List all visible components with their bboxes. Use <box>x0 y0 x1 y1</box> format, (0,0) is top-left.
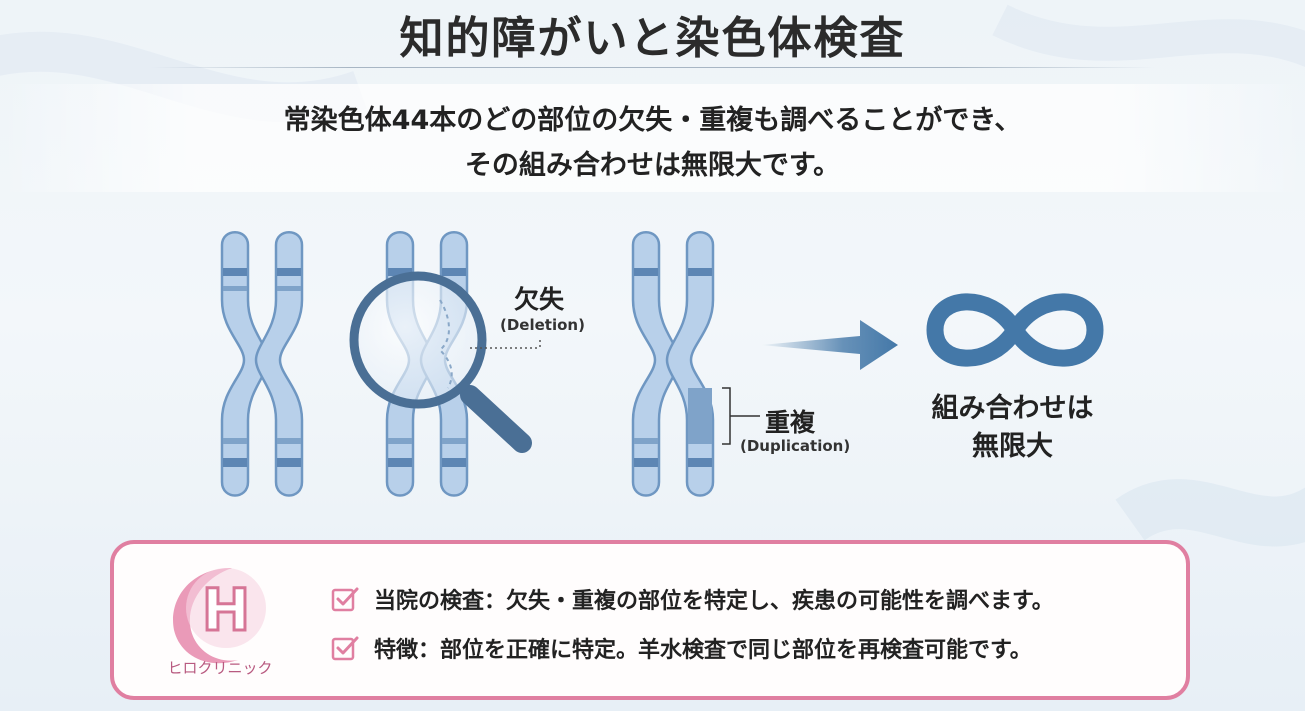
subtitle-line-2: その組み合わせは無限大です。 <box>464 150 841 181</box>
info-item-text: 特徴：部位を正確に特定。羊水検査で同じ部位を再検査可能です。 <box>374 638 1032 663</box>
infinity-icon <box>926 293 1104 367</box>
infinity-caption-line-2: 無限大 <box>972 431 1053 462</box>
infinity-caption-line-1: 組み合わせは <box>931 393 1094 424</box>
info-item-text: 当院の検査：欠失・重複の部位を特定し、疾患の可能性を調べます。 <box>374 589 1054 614</box>
info-item: 特徴：部位を正確に特定。羊水検査で同じ部位を再検査可能です。 <box>330 631 1032 665</box>
info-box <box>110 540 1190 700</box>
magnifier-icon <box>349 271 541 453</box>
deletion-label: 欠失 <box>514 285 565 314</box>
info-item: 当院の検査：欠失・重複の部位を特定し、疾患の可能性を調べます。 <box>330 582 1054 616</box>
checkbox-checked-icon <box>331 587 359 612</box>
deletion-sublabel: (Deletion) <box>500 316 585 334</box>
svg-text:H: H <box>202 576 251 644</box>
subtitle-band <box>0 84 1305 192</box>
duplication-label: 重複 <box>765 408 816 437</box>
title-divider <box>150 67 1155 68</box>
checkbox-checked-icon <box>331 636 359 661</box>
duplication-sublabel: (Duplication) <box>740 437 851 455</box>
page-title: 知的障がいと染色体検査 <box>399 13 906 64</box>
arrow-icon <box>760 320 898 370</box>
subtitle-line-1: 常染色体44本のどの部位の欠失・重複も調べることができ、 <box>283 105 1022 136</box>
infinity-caption: 組み合わせは 無限大 <box>905 390 1120 466</box>
clinic-logo-text: ヒロクリニック <box>167 659 273 677</box>
clinic-logo-icon: H <box>173 568 266 664</box>
chromosome-normal <box>220 231 304 497</box>
chromosome-duplication <box>631 231 760 497</box>
